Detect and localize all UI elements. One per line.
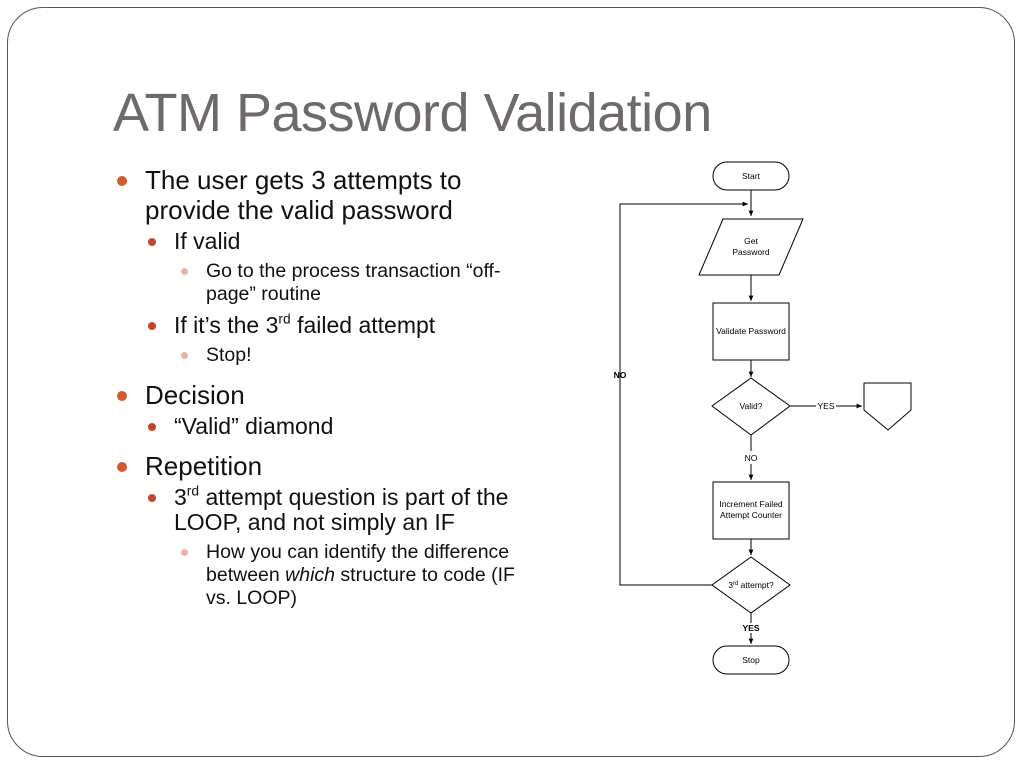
start-label: Start (742, 171, 761, 181)
validate-process (712, 302, 790, 361)
no-label-valid: NO (745, 453, 758, 463)
bullet-stop: Stop! (174, 344, 523, 367)
bullet-attempts-text: The user gets 3 attempts to provide the … (145, 165, 462, 225)
bullet-third-failed-post: failed attempt (290, 312, 436, 338)
increment-label-1: Increment Failed (719, 499, 783, 509)
bullet-loop-question-post: attempt question is part of the LOOP, an… (174, 484, 509, 535)
bullet-decision: Decision (113, 380, 523, 410)
bullet-loop-question-sup: rd (186, 483, 200, 499)
bullet-process-transaction: Go to the process transaction “off-page”… (174, 260, 523, 306)
bullet-third-failed-pre: If it’s the 3 (174, 312, 279, 338)
bullet-identify-pre: How you can identify the difference betw… (206, 541, 510, 586)
valid-label: Valid? (740, 401, 763, 411)
stop-label: Stop (742, 655, 760, 665)
bullet-third-failed: If it’s the 3rd failed attempt (143, 311, 523, 338)
bullet-decision-text: Decision (145, 380, 245, 410)
bullet-loop-question-pre: 3 (174, 484, 187, 510)
bullet-identify-post: structure to code (IF vs. LOOP) (206, 564, 515, 609)
get-password-label-1: Get (744, 236, 758, 246)
increment-label-2: Attempt Counter (720, 510, 782, 520)
stop-terminal (712, 645, 790, 675)
get-password-io (698, 218, 804, 276)
bullet-attempts: The user gets 3 attempts to provide the … (113, 165, 523, 225)
bullet-repetition: Repetition (113, 451, 523, 481)
offpage-connector (863, 382, 912, 431)
bullet-identify-structure: How you can identify the difference betw… (174, 541, 523, 610)
bullet-if-valid: If valid (143, 229, 523, 254)
bullet-if-valid-text: If valid (174, 228, 241, 254)
start-terminal (712, 161, 790, 191)
bullet-loop-question: 3rd attempt question is part of the LOOP… (143, 483, 523, 535)
bullet-third-failed-sup: rd (278, 311, 291, 327)
increment-process (712, 481, 790, 540)
slide-frame (7, 7, 1015, 757)
bullet-repetition-text: Repetition (145, 451, 263, 481)
yes-label-third: YES (742, 623, 759, 633)
loop-back-arrow (619, 201, 748, 586)
yes-label-valid: YES (817, 401, 834, 411)
get-password-label-2: Password (732, 247, 770, 257)
valid-decision (711, 377, 791, 436)
third-attempt-decision (711, 556, 791, 614)
bullet-valid-diamond: “Valid” diamond (143, 414, 523, 439)
bullet-process-transaction-text: Go to the process transaction “off-page”… (206, 260, 501, 305)
third-attempt-label: 3rd attempt? (728, 580, 774, 590)
validate-label: Validate Password (716, 326, 786, 336)
bullet-stop-text: Stop! (206, 344, 252, 366)
bullet-valid-diamond-text: “Valid” diamond (174, 413, 334, 439)
bullet-identify-em: which (285, 564, 336, 586)
slide-title: ATM Password Validation (113, 83, 712, 143)
no-label-loop: NO (614, 370, 627, 380)
bullet-list: The user gets 3 attempts to provide the … (113, 165, 523, 617)
